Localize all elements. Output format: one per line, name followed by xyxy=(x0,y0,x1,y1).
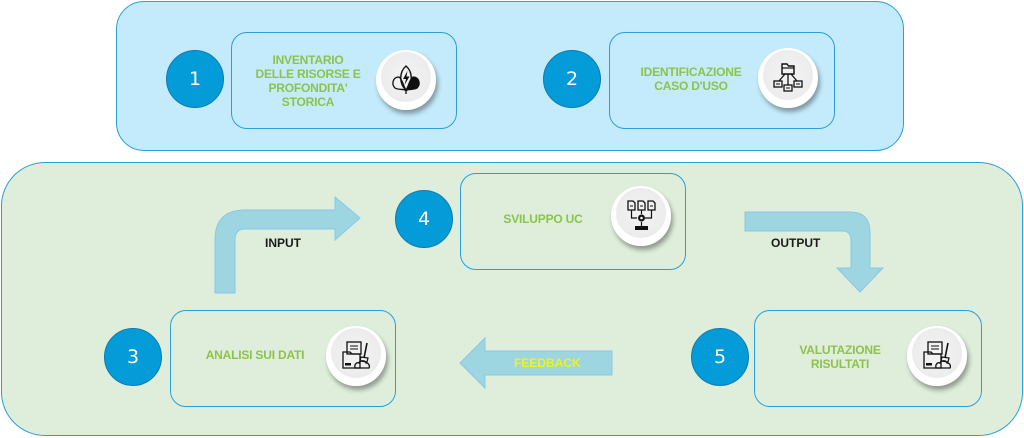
step-5-label: VALUTAZIONE RISULTATI xyxy=(781,343,899,371)
documents-process-icon xyxy=(627,200,656,230)
feedback-arrow xyxy=(459,336,613,390)
step-3-icon-badge xyxy=(326,326,386,386)
step-5-icon-badge xyxy=(907,326,967,386)
step-1-label-line: STORICA xyxy=(281,95,335,109)
input-arrow xyxy=(214,195,361,294)
step-4-number: 4 xyxy=(395,190,453,248)
step-2-number: 2 xyxy=(543,50,601,108)
step-4-label-line: SVILUPPO UC xyxy=(503,212,583,226)
step-2-card: IDENTIFICAZIONE CASO D'USO xyxy=(609,32,835,129)
step-5-number: 5 xyxy=(691,328,749,386)
output-label: OUTPUT xyxy=(771,236,821,250)
data-cleaning-icon xyxy=(342,341,371,369)
step-3-label-line: ANALISI SUI DATI xyxy=(205,348,305,362)
step-4-card: SVILUPPO UC xyxy=(460,173,686,270)
step-3-label: ANALISI SUI DATI xyxy=(185,348,325,362)
step-1-number: 1 xyxy=(166,50,224,108)
step-1-label-line: PROFONDITA' xyxy=(268,81,348,95)
step-1-card: INVENTARIO DELLE RISORSE E PROFONDITA' S… xyxy=(231,32,457,129)
data-cleaning-icon xyxy=(923,341,952,369)
step-1-icon-badge xyxy=(376,50,436,110)
step-5-card: VALUTAZIONE RISULTATI xyxy=(754,310,982,407)
step-2-label: IDENTIFICAZIONE CASO D'USO xyxy=(626,65,756,93)
folder-hierarchy-icon xyxy=(773,63,803,92)
input-label: INPUT xyxy=(265,236,301,250)
step-3-card: ANALISI SUI DATI xyxy=(170,310,396,407)
step-1-label-line: DELLE RISORSE E xyxy=(255,67,361,81)
step-5-label-line: RISULTATI xyxy=(810,357,870,371)
step-2-icon-badge xyxy=(758,48,818,108)
step-3-number: 3 xyxy=(104,328,162,386)
step-4-label: SVILUPPO UC xyxy=(483,212,603,226)
feedback-label: FEEDBACK xyxy=(514,356,581,370)
output-arrow xyxy=(744,211,885,293)
step-1-label-line: INVENTARIO xyxy=(272,53,344,67)
step-2-label-line: IDENTIFICAZIONE xyxy=(640,65,742,79)
step-4-icon-badge xyxy=(611,186,671,246)
step-1-label: INVENTARIO DELLE RISORSE E PROFONDITA' S… xyxy=(240,53,376,109)
step-5-label-line: VALUTAZIONE xyxy=(799,343,881,357)
leaf-energy-icon xyxy=(392,65,420,94)
step-2-label-line: CASO D'USO xyxy=(654,79,728,93)
